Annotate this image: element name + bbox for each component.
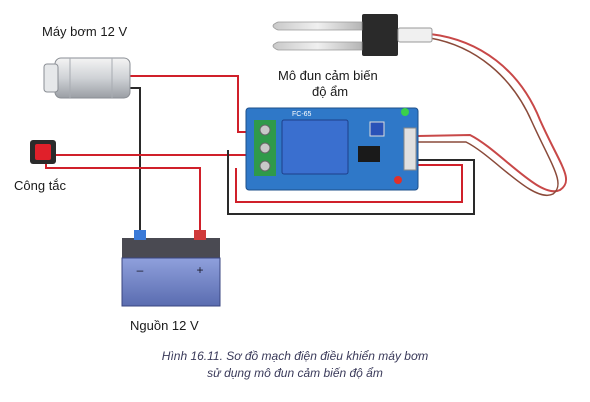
switch-label: Công tắc [14,178,67,193]
relay-cube [281,119,349,175]
wire-switch-to-battery [45,160,201,234]
relay-text: FC-65 [292,111,312,118]
power-label: Nguồn 12 V [130,318,199,333]
wire-sensor-red [417,33,568,193]
caption-line2: sử dụng mô đun cảm biến độ ẩm [207,366,383,380]
probe-head [362,14,398,56]
sensor-label-line1: Mô đun cảm biến [278,68,378,83]
sensor-label-line2: độ ẩm [312,84,349,99]
wire-board-red-loop [235,164,463,203]
header-pins [403,127,417,171]
wire-board-black-loop [227,150,475,215]
battery-minus-sign: – [137,263,144,277]
battery-plus-sign: + [196,263,203,277]
led-red [394,176,402,184]
relay-module: FC-65 [245,107,419,191]
pump-body [54,57,131,99]
screw-1 [259,124,271,136]
terminal-minus [134,230,146,240]
caption-line1: Hình 16.11. Sơ đồ mạch điện điều khiển m… [161,349,429,363]
pump [43,57,131,99]
probe-fork-top [272,21,363,31]
sensor-probe [272,14,433,56]
terminal-plus [194,230,206,240]
probe-connector [397,27,433,43]
led-green [401,108,409,116]
wire-pump-red [130,75,258,133]
ic-chip [358,146,380,162]
wire-pump-black [128,87,141,234]
battery: – + [121,230,221,307]
potentiometer [369,121,385,137]
battery-body [121,257,221,307]
probe-fork-bottom [272,41,363,51]
screw-2 [259,142,271,154]
switch-rocker [35,144,51,160]
wire-sensor-black [418,37,559,197]
pump-label: Máy bơm 12 V [42,24,128,39]
battery-top [122,238,220,258]
screw-3 [259,160,271,172]
pump-nozzle [43,63,59,93]
switch [30,140,56,164]
